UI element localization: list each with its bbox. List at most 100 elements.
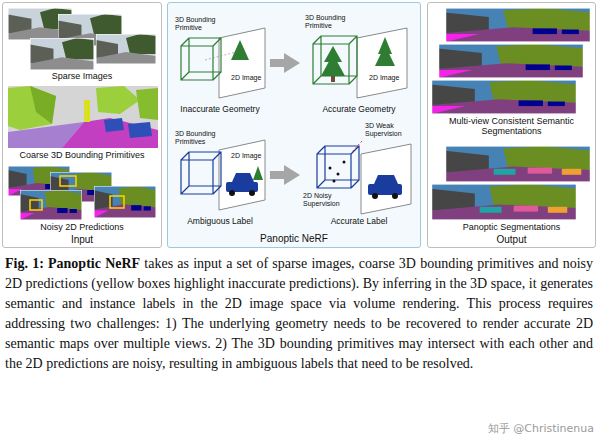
inaccurate-geometry-picture-part bbox=[231, 40, 249, 60]
text-slot: Output bbox=[427, 234, 596, 246]
ambiguous-label-picture-part bbox=[181, 152, 221, 194]
inaccurate-geometry-picture-part bbox=[219, 28, 265, 98]
input-panel: Input Sparse ImagesCoarse 3D Bounding Pri… bbox=[2, 2, 162, 248]
panel-title: Output bbox=[427, 234, 596, 246]
scene-caption: Accurate Label bbox=[301, 217, 417, 227]
inaccurate-geometry-picture-part bbox=[181, 38, 221, 80]
panoptic-segmentations-picture-part bbox=[445, 146, 591, 182]
method-panel-ground bbox=[167, 2, 421, 248]
text-slot: Accurate Geometry bbox=[301, 105, 417, 115]
sparse-images-picture-part bbox=[30, 38, 94, 70]
method-panel: Panoptic NeRF 3D Bounding Primitive 2D Ima… bbox=[167, 2, 421, 248]
text-slot: Input bbox=[2, 234, 162, 246]
process-arrow bbox=[270, 171, 284, 179]
image-panel: Coarse 3D Bounding Primitives bbox=[4, 84, 160, 162]
text-slot: 3D Bounding Primitive bbox=[175, 16, 221, 32]
bounding-primitives-picture-part bbox=[84, 100, 90, 122]
text-slot: Multi-view Consistent Semantic Segmentat… bbox=[429, 116, 594, 137]
connector-group bbox=[270, 63, 284, 175]
panoptic-segmentations-picture-part bbox=[431, 184, 577, 220]
scene-box: 3D Weak Supervision 2D Noisy SupervisionA… bbox=[301, 120, 417, 230]
primitive-label: 3D Bounding Primitive bbox=[175, 16, 221, 32]
image-panel: Noisy 2D Predictions bbox=[4, 164, 160, 234]
inaccurate-geometry-picture-part bbox=[205, 52, 236, 60]
sparse-images-picture-part bbox=[96, 34, 156, 64]
bounding-primitives-picture-part bbox=[104, 118, 124, 132]
semantic-segmentations-picture-part bbox=[431, 80, 577, 114]
ambiguous-label-picture-part bbox=[249, 190, 255, 196]
text-slot: 2D Image bbox=[231, 74, 265, 82]
bounding-primitives-picture-part bbox=[30, 86, 56, 124]
semantic-segmentations-picture bbox=[431, 8, 591, 114]
accurate-geometry-picture-part bbox=[321, 54, 345, 76]
scene-box: 3D Bounding Primitive 2D ImageAccurate Ge… bbox=[301, 8, 417, 118]
inaccurate-geometry-picture bbox=[181, 28, 265, 98]
text-slot: Panoptic NeRF bbox=[167, 233, 421, 245]
scene-caption: Accurate Geometry bbox=[301, 105, 417, 115]
text-slot: 3D Weak Supervision bbox=[365, 122, 415, 138]
accurate-label-picture-part bbox=[374, 175, 398, 184]
accurate-label-picture-part bbox=[372, 193, 378, 199]
noisy-predictions-picture-part bbox=[110, 196, 124, 208]
text-slot: Noisy 2D Predictions bbox=[4, 222, 160, 232]
bounding-primitives-picture-part bbox=[62, 118, 158, 148]
noisy-predictions-picture-part bbox=[20, 190, 82, 220]
accurate-label-picture-part bbox=[392, 193, 398, 199]
image-caption: Multi-view Consistent Semantic Segmentat… bbox=[429, 116, 594, 137]
text-slot: Accurate Label bbox=[301, 217, 417, 227]
text-slot: Coarse 3D Bounding Primitives bbox=[4, 150, 160, 160]
accurate-label-picture-part bbox=[333, 180, 336, 183]
figure-caption: Fig. 1: Panoptic NeRF takes as input a s… bbox=[5, 254, 593, 374]
accurate-label-picture-part bbox=[368, 184, 402, 195]
accurate-geometry-picture-part bbox=[331, 76, 335, 82]
panel-title: Input bbox=[2, 234, 162, 246]
accurate-geometry-picture-part bbox=[375, 45, 395, 66]
text-slot: 2D Image bbox=[369, 74, 403, 82]
output-panel: Output Multi-view Consistent Semantic Seg… bbox=[427, 2, 596, 248]
noisy-predictions-picture-part bbox=[30, 200, 42, 210]
text-slot: 2D Image bbox=[231, 152, 265, 160]
text-slot: Panoptic Segmentations bbox=[429, 222, 594, 232]
image-label: 2D Image bbox=[369, 74, 403, 82]
text-slot: Sparse Images bbox=[4, 71, 160, 81]
image-caption: Coarse 3D Bounding Primitives bbox=[4, 150, 160, 160]
accurate-geometry-picture-part bbox=[313, 36, 357, 84]
image-caption: Noisy 2D Predictions bbox=[4, 222, 160, 232]
sparse-images-picture bbox=[8, 8, 156, 70]
scene-box: 3D Bounding Primitive 2D ImageInaccurate … bbox=[170, 8, 270, 118]
text-slot: 3D Bounding Primitives bbox=[175, 130, 221, 146]
caption-lead: Fig. 1: Panoptic NeRF bbox=[5, 256, 140, 271]
text-slot: 2D Noisy Supervision bbox=[303, 192, 347, 208]
text-slot: Ambiguous Label bbox=[170, 217, 270, 227]
image-label: 2D Image bbox=[231, 152, 265, 160]
bounding-primitives-picture-part bbox=[96, 86, 140, 114]
image-panel: Panoptic Segmentations bbox=[429, 144, 594, 234]
accurate-label-picture-part bbox=[352, 141, 362, 152]
scene-caption: Inaccurate Geometry bbox=[170, 105, 270, 115]
process-arrow bbox=[270, 59, 284, 67]
accurate-label-picture-part bbox=[337, 173, 340, 176]
text-slot: Inaccurate Geometry bbox=[170, 105, 270, 115]
accurate-geometry-picture bbox=[313, 28, 407, 98]
supervision-label: 2D Noisy Supervision bbox=[303, 192, 347, 208]
primitive-label: 3D Bounding Primitive bbox=[305, 14, 351, 30]
accurate-label-picture-part bbox=[343, 161, 346, 164]
ambiguous-label-picture bbox=[181, 140, 265, 210]
noisy-predictions-picture-part bbox=[94, 186, 156, 218]
image-panel: Multi-view Consistent Semantic Segmentat… bbox=[429, 4, 594, 142]
panel-title: Panoptic NeRF bbox=[167, 233, 421, 245]
bounding-primitives-picture bbox=[8, 86, 158, 148]
accurate-label-picture-part bbox=[361, 144, 411, 214]
text-slot: 3D Bounding Primitive bbox=[305, 14, 351, 30]
watermark: 知乎 @Christinenua bbox=[440, 422, 594, 435]
ambiguous-label-picture-part bbox=[253, 166, 263, 180]
image-caption: Sparse Images bbox=[4, 71, 160, 81]
ambiguous-label-picture-part bbox=[232, 173, 254, 182]
supervision-label: 3D Weak Supervision bbox=[365, 122, 415, 138]
accurate-label-picture-part bbox=[329, 167, 332, 170]
semantic-segmentations-picture-part bbox=[438, 44, 584, 78]
ambiguous-label-picture-part bbox=[229, 190, 235, 196]
image-label: 2D Image bbox=[231, 74, 265, 82]
